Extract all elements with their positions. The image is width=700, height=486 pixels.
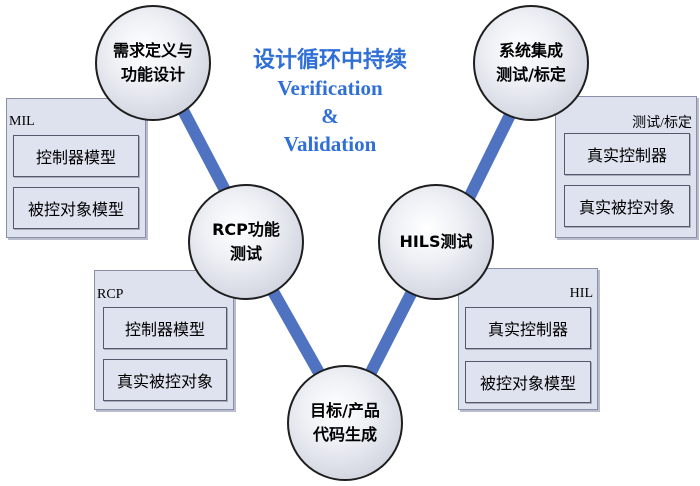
system-test-node: 系统集成 测试/标定 [473, 5, 589, 121]
mil-controller-model-box: 控制器模型 [13, 135, 139, 177]
codegen-node: 目标/产品 代码生成 [287, 365, 403, 481]
rcp-test-node: RCP功能 测试 [188, 184, 304, 300]
calib-group-box: 测试/标定 真实控制器 真实被控对象 [555, 96, 697, 238]
calib-group-tag: 测试/标定 [632, 116, 692, 131]
mil-group-tag: MIL [9, 114, 35, 129]
requirements-node: 需求定义与 功能设计 [95, 5, 211, 121]
calib-real-controller-box: 真实控制器 [564, 133, 690, 175]
rcp-group-box: RCP 控制器模型 真实被控对象 [94, 270, 234, 410]
title-line-validation: Validation [283, 132, 377, 156]
rcp-group-tag: RCP [97, 287, 124, 302]
hil-plant-model-box: 被控对象模型 [465, 361, 591, 403]
mil-group-box: MIL 控制器模型 被控对象模型 [6, 98, 146, 238]
calib-real-plant-box: 真实被控对象 [564, 185, 690, 227]
rcp-controller-model-box: 控制器模型 [103, 307, 227, 349]
title-line-verification: Verification [277, 76, 383, 100]
mil-plant-model-box: 被控对象模型 [13, 187, 139, 229]
title-line-chinese: 设计循环中持续 [252, 47, 407, 72]
hil-group-box: HIL 真实控制器 被控对象模型 [458, 268, 598, 410]
hil-group-tag: HIL [569, 286, 593, 301]
rcp-real-plant-box: 真实被控对象 [103, 359, 227, 401]
hils-test-node: HILS测试 [378, 184, 494, 300]
connector-codegen-hils [361, 277, 424, 383]
title-line-ampersand: & [321, 104, 339, 128]
hil-real-controller-box: 真实控制器 [465, 307, 591, 349]
